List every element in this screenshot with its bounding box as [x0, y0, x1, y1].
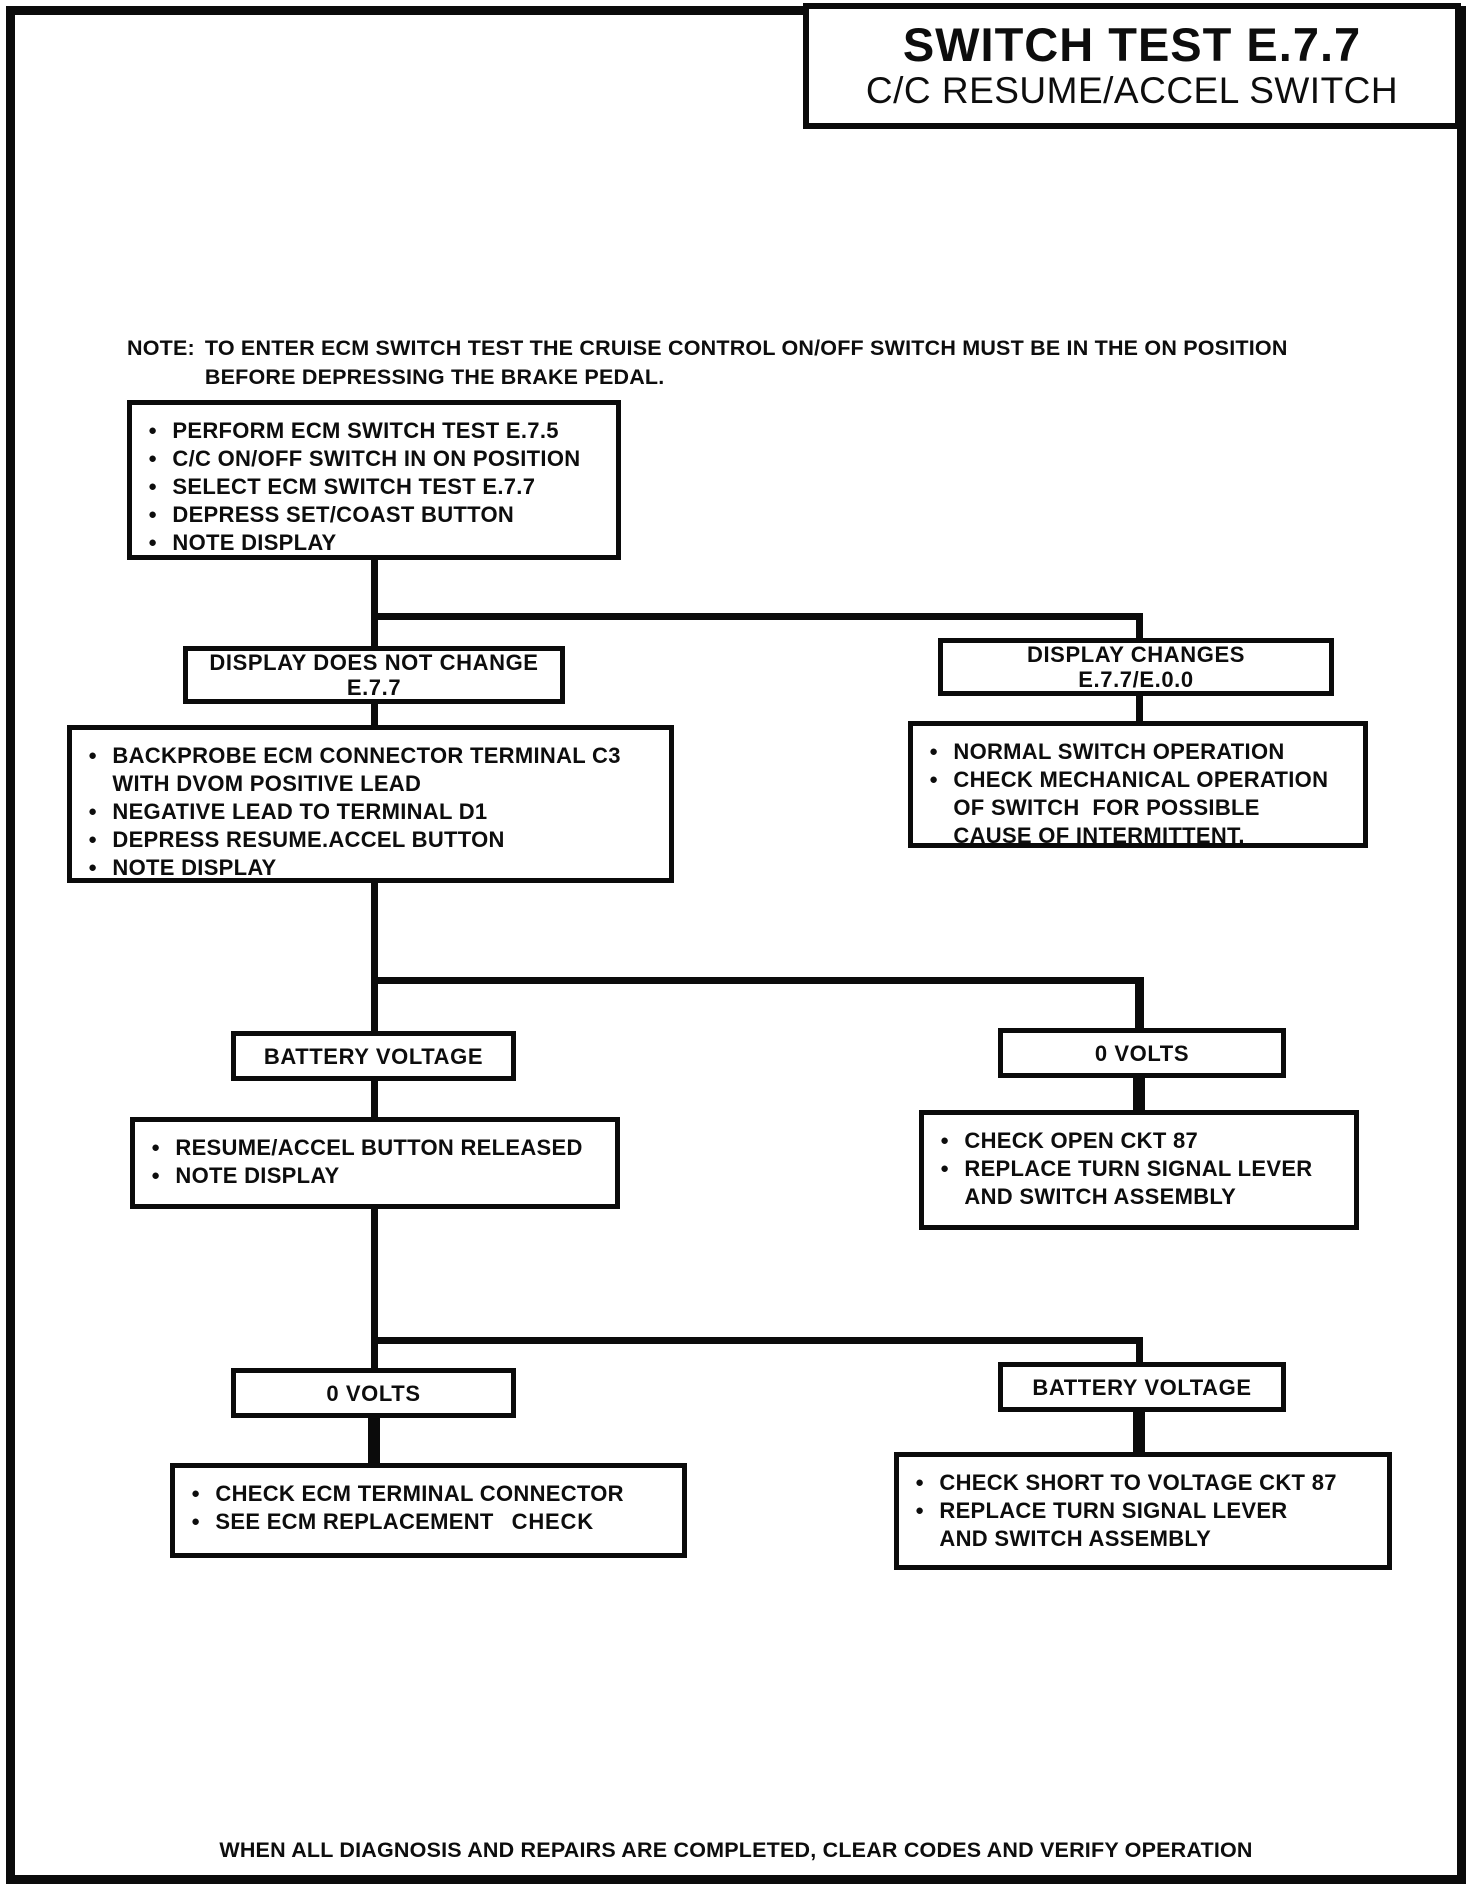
connector-line [371, 1337, 1143, 1344]
step-item: ●NOTE DISPLAY [151, 1163, 340, 1188]
connector-line [1133, 1075, 1145, 1115]
step-item: ●C/C ON/OFF SWITCH IN ON POSITION [148, 446, 581, 471]
check-suffix: CHECK [511, 1509, 594, 1534]
bullet-icon: ● [148, 478, 158, 495]
bullet-icon: ● [191, 1485, 201, 1502]
step-item: ●RESUME/ACCEL BUTTON RELEASED [151, 1135, 583, 1160]
bullet-icon: ● [88, 803, 98, 820]
backprobe-box: ●BACKPROBE ECM CONNECTOR TERMINAL C3 WIT… [67, 725, 674, 883]
bullet-icon: ● [929, 743, 939, 760]
result-label: DISPLAY CHANGES [1026, 642, 1246, 667]
result-sublabel: E.7.7 [346, 675, 402, 700]
step-item: ●DEPRESS SET/COAST BUTTON [148, 502, 515, 527]
display-changes-box: DISPLAY CHANGES E.7.7/E.0.0 [938, 638, 1334, 696]
connector-line [1136, 613, 1143, 642]
connector-line [371, 613, 1143, 620]
step-item: ●NEGATIVE LEAD TO TERMINAL D1 [88, 799, 488, 824]
connector-line [371, 700, 378, 728]
battery-voltage-box-2: BATTERY VOLTAGE [998, 1362, 1286, 1412]
step-item: ●CHECK MECHANICAL OPERATION OF SWITCH FO… [929, 767, 1329, 848]
battery-voltage-box-1: BATTERY VOLTAGE [231, 1031, 516, 1081]
title-box: SWITCH TEST E.7.7 C/C RESUME/ACCEL SWITC… [803, 3, 1461, 129]
connector-line [371, 1078, 378, 1120]
result-label: 0 VOLTS [1094, 1040, 1190, 1066]
bullet-icon: ● [191, 1513, 201, 1530]
bullet-icon: ● [148, 422, 158, 439]
step-item: ●CHECK ECM TERMINAL CONNECTOR [191, 1481, 624, 1506]
connector-line [1135, 977, 1144, 1032]
page-subtitle: C/C RESUME/ACCEL SWITCH [865, 69, 1399, 111]
page-title: SWITCH TEST E.7.7 [902, 18, 1362, 72]
connector-line [371, 558, 378, 648]
step-item: ●DEPRESS RESUME.ACCEL BUTTON [88, 827, 505, 852]
page-border [6, 6, 1466, 1884]
bullet-icon: ● [940, 1160, 950, 1177]
bullet-icon: ● [929, 771, 939, 788]
zero-volts-box-1: 0 VOLTS [998, 1028, 1286, 1078]
zero-volts-box-2: 0 VOLTS [231, 1368, 516, 1418]
step-item: ●NOTE DISPLAY [88, 855, 277, 880]
result-label: DISPLAY DOES NOT CHANGE [209, 650, 539, 675]
step-item: ●REPLACE TURN SIGNAL LEVER AND SWITCH AS… [915, 1498, 1288, 1551]
bullet-icon: ● [915, 1474, 925, 1491]
result-label: BATTERY VOLTAGE [1032, 1374, 1252, 1400]
step-item: ●NORMAL SWITCH OPERATION [929, 739, 1285, 764]
step-item: ●BACKPROBE ECM CONNECTOR TERMINAL C3 WIT… [88, 743, 621, 796]
bullet-icon: ● [148, 534, 158, 551]
check-ecm-box: ●CHECK ECM TERMINAL CONNECTOR ●SEE ECM R… [170, 1463, 687, 1558]
start-box: ●PERFORM ECM SWITCH TEST E.7.5 ●C/C ON/O… [127, 400, 621, 560]
resume-released-box: ●RESUME/ACCEL BUTTON RELEASED ●NOTE DISP… [130, 1117, 620, 1209]
result-label: BATTERY VOLTAGE [263, 1043, 484, 1069]
normal-operation-box: ●NORMAL SWITCH OPERATION ●CHECK MECHANIC… [908, 721, 1368, 848]
step-item: ●SELECT ECM SWITCH TEST E.7.7 [148, 474, 536, 499]
check-open-box: ●CHECK OPEN CKT 87 ●REPLACE TURN SIGNAL … [919, 1110, 1359, 1230]
bullet-icon: ● [88, 859, 98, 876]
step-item: ●CHECK SHORT TO VOLTAGE CKT 87 [915, 1470, 1337, 1495]
bullet-icon: ● [148, 506, 158, 523]
step-item: ●CHECK OPEN CKT 87 [940, 1128, 1199, 1153]
connector-line [371, 977, 1143, 984]
note: NOTE: TO ENTER ECM SWITCH TEST THE CRUIS… [127, 334, 1288, 392]
step-item: ●NOTE DISPLAY [148, 530, 337, 555]
bullet-icon: ● [915, 1502, 925, 1519]
connector-line [1133, 1410, 1145, 1455]
step-item: ●REPLACE TURN SIGNAL LEVER AND SWITCH AS… [940, 1156, 1313, 1209]
connector-line [371, 880, 378, 1034]
check-short-box: ●CHECK SHORT TO VOLTAGE CKT 87 ●REPLACE … [894, 1452, 1392, 1570]
connector-line [1136, 694, 1143, 724]
bullet-icon: ● [151, 1139, 161, 1156]
bullet-icon: ● [88, 747, 98, 764]
result-sublabel: E.7.7/E.0.0 [1078, 667, 1194, 692]
step-item: ●PERFORM ECM SWITCH TEST E.7.5 [148, 418, 559, 443]
connector-line [371, 1206, 378, 1372]
bullet-icon: ● [940, 1132, 950, 1149]
result-label: 0 VOLTS [326, 1380, 421, 1406]
display-does-not-change-box: DISPLAY DOES NOT CHANGE E.7.7 [183, 646, 565, 704]
connector-line [1136, 1337, 1143, 1367]
note-label: NOTE: [127, 336, 195, 360]
footer-text: WHEN ALL DIAGNOSIS AND REPAIRS ARE COMPL… [219, 1838, 1253, 1862]
bullet-icon: ● [151, 1167, 161, 1184]
bullet-icon: ● [148, 450, 158, 467]
bullet-icon: ● [88, 831, 98, 848]
note-text: TO ENTER ECM SWITCH TEST THE CRUISE CONT… [204, 336, 1288, 389]
connector-line [368, 1414, 380, 1466]
